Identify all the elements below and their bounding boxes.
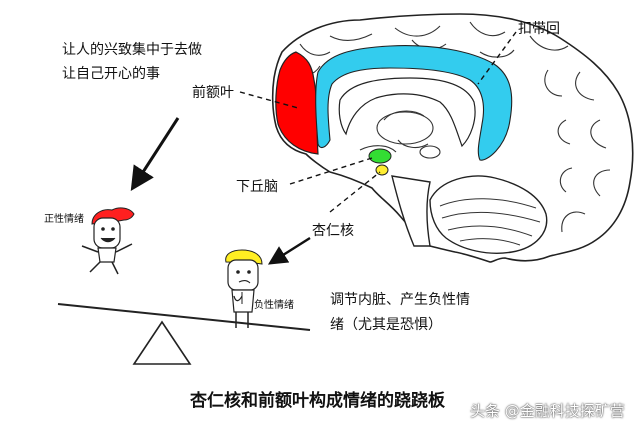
brainstem bbox=[391, 175, 431, 247]
cerebellum bbox=[429, 175, 548, 254]
label-negative-emotion: 负性情绪 bbox=[254, 300, 294, 311]
seesaw-plank bbox=[57, 303, 311, 331]
seesaw bbox=[57, 303, 311, 365]
corpus-callosum bbox=[338, 77, 476, 148]
negative-head bbox=[227, 259, 259, 291]
cingulate-gyrus bbox=[315, 45, 513, 161]
label-positive-emotion: 正性情绪 bbox=[44, 214, 84, 225]
amygdala-leader bbox=[329, 171, 381, 213]
arrow-to-negative bbox=[267, 236, 311, 265]
watermark: 头条 @金融科技探矿营 bbox=[470, 402, 625, 420]
top-text-line2: 让自己开心的事 bbox=[62, 66, 160, 82]
label-amygdala: 杏仁核 bbox=[312, 223, 354, 239]
negative-character bbox=[225, 249, 263, 328]
positive-head bbox=[93, 217, 121, 249]
seesaw-fulcrum bbox=[132, 320, 192, 365]
leader-lines bbox=[239, 31, 517, 213]
caption: 杏仁核和前额叶构成情绪的跷跷板 bbox=[190, 391, 445, 411]
brain-outline bbox=[271, 13, 634, 263]
brain-illustration bbox=[271, 13, 634, 263]
positive-body bbox=[97, 247, 117, 263]
positive-character bbox=[81, 207, 135, 275]
label-cingulate: 扣带回 bbox=[518, 21, 560, 37]
prefrontal-leader bbox=[239, 91, 299, 109]
negative-body bbox=[231, 289, 255, 313]
label-hypothalamus: 下丘脑 bbox=[236, 179, 278, 195]
description-line1: 调节内脏、产生负性情 bbox=[330, 292, 470, 308]
inner-structures bbox=[359, 110, 441, 159]
top-text-line1: 让人的兴致集中于去做 bbox=[62, 42, 202, 58]
description-line2: 绪（尤其是恐惧） bbox=[330, 317, 442, 333]
amygdala bbox=[375, 164, 389, 176]
label-prefrontal: 前额叶 bbox=[192, 85, 234, 101]
arrow-to-positive bbox=[130, 117, 180, 192]
prefrontal-cortex bbox=[275, 51, 319, 155]
hypothalamus bbox=[368, 148, 392, 164]
cerebellum-folds bbox=[439, 198, 541, 246]
cingulate-leader bbox=[477, 31, 517, 85]
